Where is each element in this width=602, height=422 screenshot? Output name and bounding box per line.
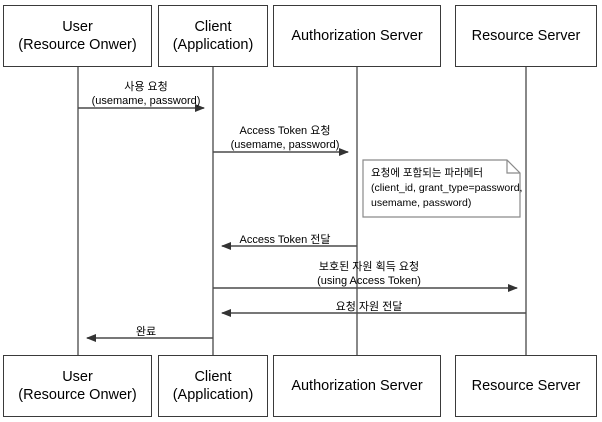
note-line3: usemame, password) xyxy=(371,197,472,210)
actor-box-client-top[interactable]: Client (Application) xyxy=(158,5,268,67)
note-title: 요청에 포함되는 파라메터 xyxy=(371,167,484,179)
message-label-m1: 사용 요청 (usemame, password) xyxy=(92,80,201,109)
actor-box-resource-server-bottom[interactable]: Resource Server xyxy=(455,355,597,417)
actor-label-line1: Authorization Server xyxy=(291,27,423,44)
message-line1: 보호된 자원 획득 요청 xyxy=(318,261,420,273)
actor-box-client-bottom[interactable]: Client (Application) xyxy=(158,355,268,417)
actor-box-user-bottom[interactable]: User (Resource Onwer) xyxy=(3,355,152,417)
actor-label-line1: Resource Server xyxy=(471,27,581,44)
message-line1: 완료 xyxy=(135,326,157,338)
message-label-m6: 완료 xyxy=(136,325,156,339)
message-label-m2: Access Token 요청 (usemame, password) xyxy=(231,124,340,153)
actor-label-line1: Authorization Server xyxy=(291,377,423,394)
actor-label-line2: (Application) xyxy=(172,37,254,53)
note-request-parameters-text: 요청에 포함되는 파라메터 (client_id, grant_type=pas… xyxy=(371,166,522,212)
message-line1: 사용 요청 xyxy=(124,81,168,93)
note-fold-corner xyxy=(506,160,520,174)
lifelines-group xyxy=(77,67,527,355)
actor-label-line1: User xyxy=(62,18,93,35)
actor-box-user-top[interactable]: User (Resource Onwer) xyxy=(3,5,152,67)
note-line2: (client_id, grant_type=password, xyxy=(371,182,523,195)
actor-label-line2: (Application) xyxy=(172,387,254,403)
actor-box-authorization-server-top[interactable]: Authorization Server xyxy=(273,5,441,67)
message-label-m5: 요청 자원 전달 xyxy=(336,300,403,314)
note-shape-group xyxy=(362,159,521,218)
actor-label-line2: (Resource Onwer) xyxy=(18,37,137,53)
actor-label-line2: (Resource Onwer) xyxy=(18,387,137,403)
message-line1: Access Token 요청 xyxy=(239,125,331,137)
actor-label-line1: Client xyxy=(194,18,232,35)
message-line2: (usemame, password) xyxy=(91,95,201,108)
actor-box-authorization-server-bottom[interactable]: Authorization Server xyxy=(273,355,441,417)
note-outline xyxy=(362,159,521,218)
message-arrows-group xyxy=(78,104,526,342)
actor-label-line1: User xyxy=(62,368,93,385)
message-label-m4: 보호된 자원 획득 요청 (using Access Token) xyxy=(317,260,421,289)
message-line1: Access Token 전달 xyxy=(239,234,331,246)
actor-label-line1: Client xyxy=(194,368,232,385)
actor-label-line1: Resource Server xyxy=(471,377,581,394)
message-label-m3: Access Token 전달 xyxy=(240,233,331,247)
message-line2: (using Access Token) xyxy=(317,275,421,288)
actor-box-resource-server-top[interactable]: Resource Server xyxy=(455,5,597,67)
message-line1: 요청 자원 전달 xyxy=(335,301,403,313)
message-line2: (usemame, password) xyxy=(230,139,340,152)
